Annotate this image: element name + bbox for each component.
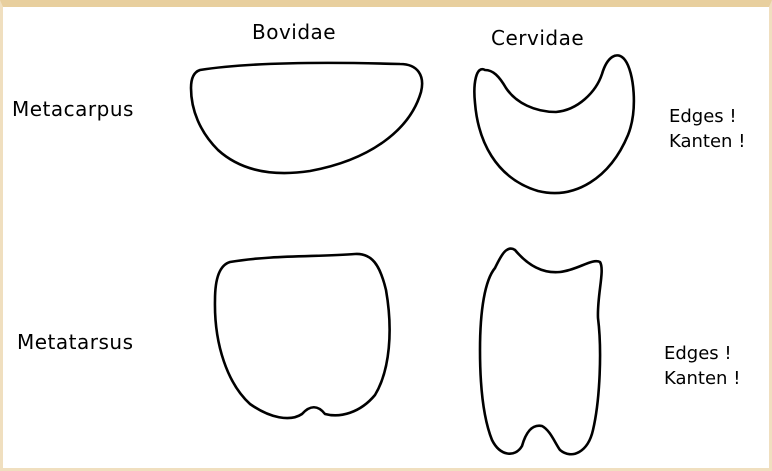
- bovidae-metacarpus-outline: [191, 63, 422, 173]
- cervidae-metacarpus-outline: [474, 55, 633, 193]
- cervidae-metatarsus-outline: [480, 249, 602, 455]
- bovidae-metatarsus-outline: [215, 254, 390, 418]
